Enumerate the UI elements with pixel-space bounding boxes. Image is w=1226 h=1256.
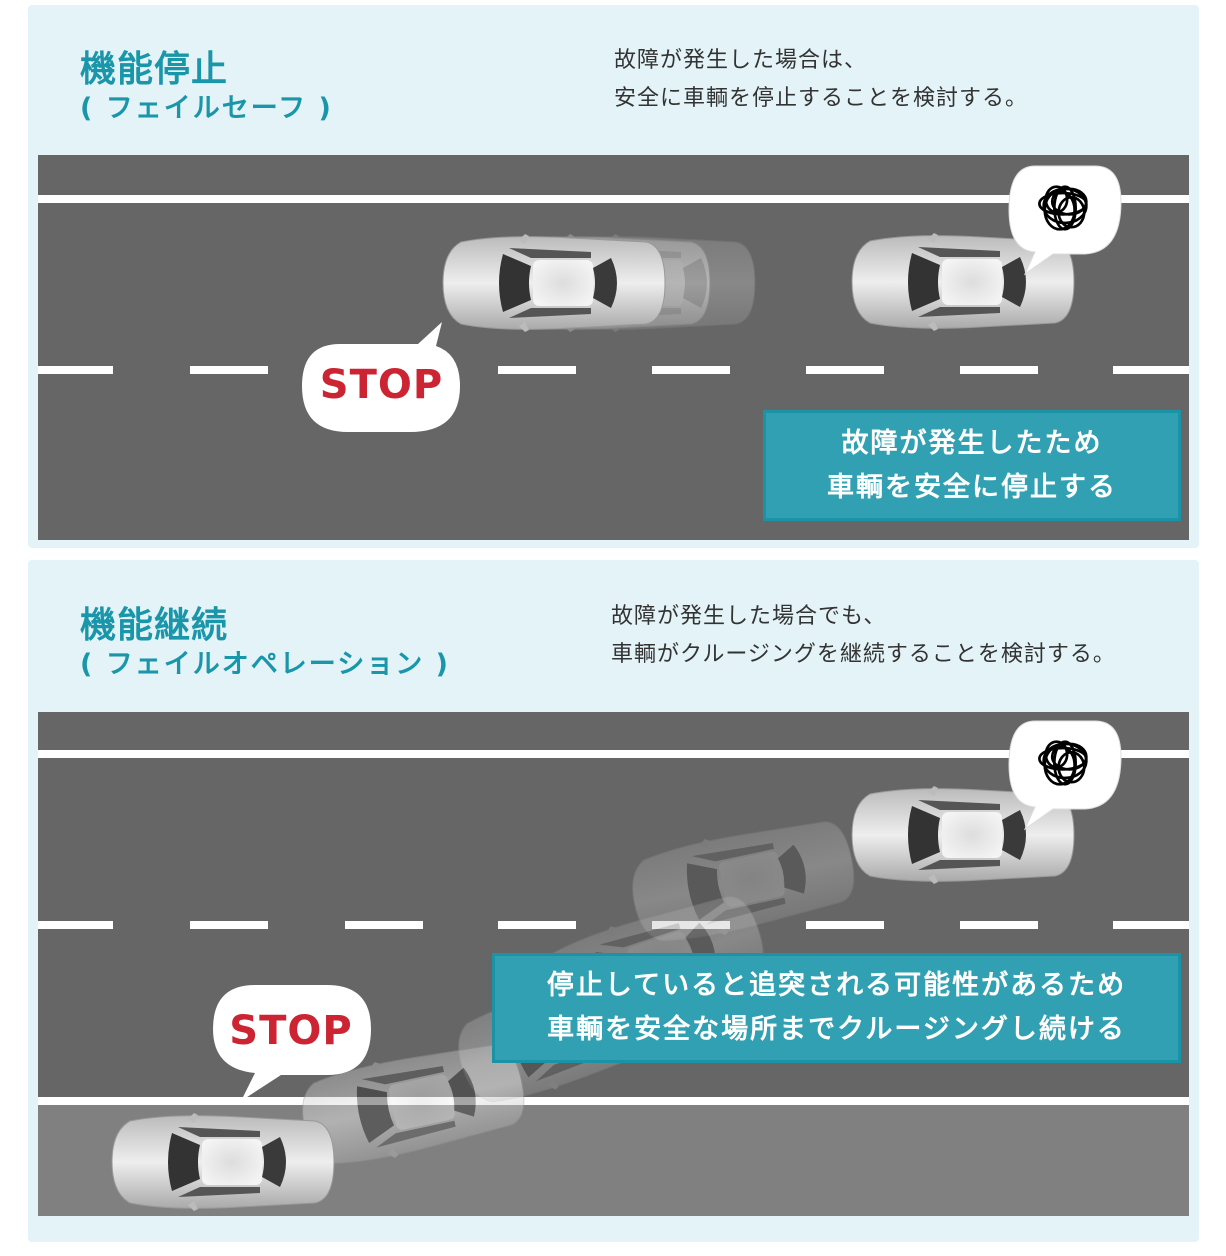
description-line: 安全に車輌を停止することを検討する。 <box>614 86 1029 111</box>
lane-dash <box>498 366 576 374</box>
lane-dash <box>345 921 423 929</box>
stop-label: STOP <box>229 1008 353 1054</box>
car-stopping <box>441 234 667 332</box>
failoperation-subtitle: ( フェイルオペレーション ) <box>80 649 450 680</box>
callout-line: 故障が発生したため <box>841 427 1103 459</box>
failsafe-description: 故障が発生した場合は、 安全に車輌を停止することを検討する。 <box>614 42 1028 118</box>
lane-dash <box>38 921 113 929</box>
callout-line: 停止していると追突される可能性があるため <box>546 970 1127 1001</box>
failsafe-subtitle: ( フェイルセーフ ) <box>80 93 333 124</box>
road-edge-line <box>38 1097 1189 1105</box>
failoperation-callout: 停止していると追突される可能性があるため 車輌を安全な場所までクルージングし続け… <box>492 953 1181 1063</box>
lane-dash <box>960 366 1038 374</box>
failsafe-callout: 故障が発生したため 車輌を安全に停止する <box>763 410 1181 521</box>
lane-dash <box>1113 921 1189 929</box>
lane-dash <box>806 366 884 374</box>
lane-dash <box>190 921 268 929</box>
callout-line: 車輌を安全な場所までクルージングし続ける <box>547 1014 1126 1045</box>
lane-line <box>38 195 1189 203</box>
description-line: 車輌がクルージングを継続することを検討する。 <box>611 642 1116 667</box>
failoperation-description: 故障が発生した場合でも、 車輌がクルージングを継続することを検討する。 <box>611 598 1116 674</box>
failsafe-title: 機能停止 <box>80 49 229 90</box>
confused-thought-bubble <box>1008 720 1122 831</box>
failoperation-title: 機能継続 <box>80 605 229 646</box>
lane-dash <box>806 921 884 929</box>
lane-dash <box>652 366 730 374</box>
stop-speech-bubble <box>213 985 371 1101</box>
confused-thought-bubble <box>1008 165 1122 276</box>
lane-line <box>38 750 1189 758</box>
lane-dash <box>960 921 1038 929</box>
callout-line: 車輌を安全に停止する <box>827 471 1117 503</box>
lane-dash <box>38 366 113 374</box>
lane-dash <box>1113 366 1189 374</box>
description-line: 故障が発生した場合でも、 <box>611 604 887 629</box>
stop-label: STOP <box>319 362 444 408</box>
description-line: 故障が発生した場合は、 <box>614 48 868 73</box>
lane-dash <box>190 366 268 374</box>
car-pulled-over <box>110 1113 336 1211</box>
lane-dash <box>498 921 576 929</box>
stop-speech-bubble <box>302 322 460 432</box>
